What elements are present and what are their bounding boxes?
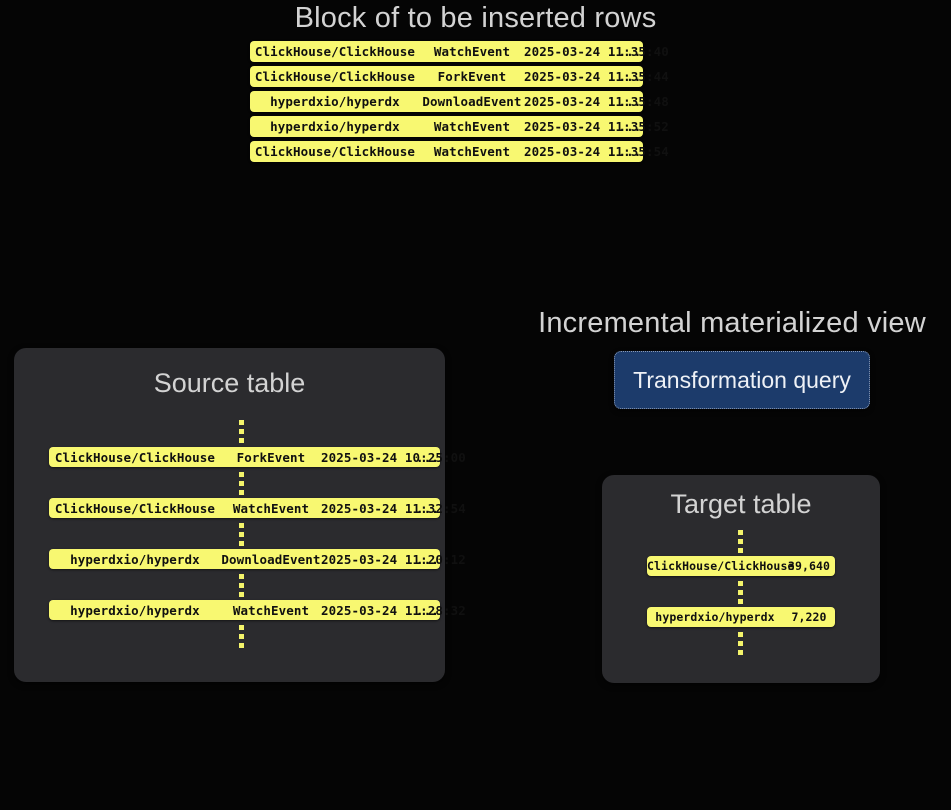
- row-ellipsis: ...: [618, 94, 642, 109]
- row-timestamp: 2025-03-24 11:35:44: [524, 69, 669, 84]
- row-repository: ClickHouse/ClickHouse: [254, 144, 416, 159]
- row-event-type: DownloadEvent: [422, 94, 522, 109]
- vertical-ellipsis-icon: [239, 472, 244, 495]
- table-row: hyperdxio/hyperdx WatchEvent 2025-03-24 …: [250, 116, 669, 137]
- row-repository: hyperdxio/hyperdx: [655, 610, 775, 624]
- row-event-type: WatchEvent: [433, 144, 511, 159]
- row-event-type: WatchEvent: [232, 500, 310, 516]
- table-row: ClickHouse/ClickHouse ForkEvent 2025-03-…: [49, 447, 466, 467]
- target-table-panel: Target table ClickHouse/ClickHouse 39,64…: [602, 475, 880, 683]
- row-ellipsis: ...: [416, 500, 439, 516]
- row-repository: hyperdxio/hyperdx: [270, 94, 400, 109]
- row-ellipsis: ...: [416, 449, 439, 465]
- row-timestamp: 2025-03-24 11:35:52: [524, 119, 669, 134]
- insert-block-rows: ClickHouse/ClickHouse WatchEvent 2025-03…: [250, 41, 669, 166]
- materialized-view-title: Incremental materialized view: [538, 307, 926, 339]
- row-timestamp: 2025-03-24 11:32:54: [321, 500, 466, 516]
- source-table-panel: Source table ClickHouse/ClickHouse ForkE…: [14, 348, 466, 682]
- row-repository: hyperdxio/hyperdx: [270, 119, 400, 134]
- row-event-type: WatchEvent: [433, 119, 511, 134]
- table-row: ClickHouse/ClickHouse WatchEvent 2025-03…: [250, 41, 669, 62]
- vertical-ellipsis-icon: [239, 574, 244, 597]
- row-event-type: WatchEvent: [232, 602, 310, 618]
- row-ellipsis: ...: [618, 69, 642, 84]
- row-repository: ClickHouse/ClickHouse: [254, 69, 416, 84]
- row-repository: ClickHouse/ClickHouse: [54, 500, 216, 516]
- insert-block-title: Block of to be inserted rows: [294, 2, 657, 34]
- row-ellipsis: ...: [618, 119, 642, 134]
- row-repository: hyperdxio/hyperdx: [70, 551, 200, 567]
- row-repository: ClickHouse/ClickHouse: [54, 449, 216, 465]
- row-event-type: WatchEvent: [433, 44, 511, 59]
- table-row: ClickHouse/ClickHouse ForkEvent 2025-03-…: [250, 66, 669, 87]
- row-timestamp: 2025-03-24 11:35:48: [524, 94, 669, 109]
- table-row: hyperdxio/hyperdx DownloadEvent 2025-03-…: [250, 91, 669, 112]
- row-timestamp: 2025-03-24 11:28:32: [321, 602, 466, 618]
- row-event-type: DownloadEvent: [221, 551, 321, 567]
- row-repository: hyperdxio/hyperdx: [70, 602, 200, 618]
- vertical-ellipsis-icon: [239, 625, 244, 648]
- row-count: 7,220: [791, 610, 827, 624]
- row-ellipsis: ...: [416, 602, 439, 618]
- table-row: hyperdxio/hyperdx 7,220: [647, 607, 835, 627]
- row-repository: ClickHouse/ClickHouse: [254, 44, 416, 59]
- vertical-ellipsis-icon: [239, 523, 244, 546]
- vertical-ellipsis-icon: [738, 530, 743, 553]
- row-count: 39,640: [787, 559, 831, 573]
- target-table-title: Target table: [670, 489, 812, 519]
- row-timestamp: 2025-03-24 11:20:12: [321, 551, 466, 567]
- table-row: ClickHouse/ClickHouse WatchEvent 2025-03…: [250, 141, 669, 162]
- row-timestamp: 2025-03-24 11:35:54: [524, 144, 669, 159]
- source-table-title: Source table: [153, 368, 306, 398]
- table-row: ClickHouse/ClickHouse WatchEvent 2025-03…: [49, 498, 466, 518]
- row-timestamp: 2025-03-24 10:25:00: [321, 449, 466, 465]
- row-ellipsis: ...: [618, 144, 642, 159]
- row-timestamp: 2025-03-24 11:35:40: [524, 44, 669, 59]
- transformation-query-label: Transformation query: [633, 366, 851, 393]
- table-row: hyperdxio/hyperdx WatchEvent 2025-03-24 …: [49, 600, 466, 620]
- table-row: ClickHouse/ClickHouse 39,640: [647, 556, 835, 576]
- vertical-ellipsis-icon: [738, 581, 743, 604]
- vertical-ellipsis-icon: [738, 632, 743, 655]
- transformation-query-box[interactable]: Transformation query: [614, 351, 870, 409]
- vertical-ellipsis-icon: [239, 420, 244, 443]
- row-event-type: ForkEvent: [236, 449, 306, 465]
- row-ellipsis: ...: [416, 551, 439, 567]
- row-event-type: ForkEvent: [437, 69, 507, 84]
- row-repository: ClickHouse/ClickHouse: [647, 559, 795, 573]
- table-row: hyperdxio/hyperdx DownloadEvent 2025-03-…: [49, 549, 466, 569]
- row-ellipsis: ...: [618, 44, 642, 59]
